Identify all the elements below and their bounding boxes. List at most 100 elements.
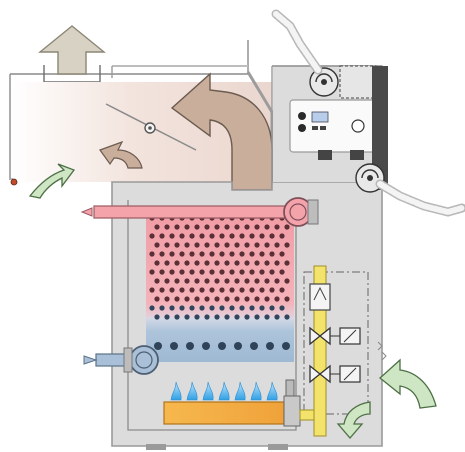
exchanger-tube [149, 269, 154, 274]
exchanger-tube [194, 242, 199, 247]
exchanger-tube-large [170, 342, 178, 350]
control-knob-2 [298, 124, 306, 132]
exchanger-tube [239, 233, 244, 238]
exchanger-tube [179, 251, 184, 256]
exchanger-tube [159, 251, 164, 256]
foot-left [146, 444, 166, 450]
exchanger-tube [219, 233, 224, 238]
exchanger-tube [154, 224, 159, 229]
exchanger-tube [159, 233, 164, 238]
exchanger-tube [224, 260, 229, 265]
exchanger-tube [259, 269, 264, 274]
cold-water-zone [146, 318, 294, 362]
exchanger-tube [254, 314, 259, 319]
exchanger-tube [269, 251, 274, 256]
exchanger-tube [169, 251, 174, 256]
exchanger-tube [264, 314, 269, 319]
exchanger-tube [229, 305, 234, 310]
exchanger-tube [224, 278, 229, 283]
exchanger-tube [204, 278, 209, 283]
exchanger-tube [224, 242, 229, 247]
exchanger-tube [199, 287, 204, 292]
exchanger-tube [184, 296, 189, 301]
exchanger-tube [174, 242, 179, 247]
exchanger-tube [284, 260, 289, 265]
exchanger-tube [274, 314, 279, 319]
exchanger-tube-large [218, 342, 226, 350]
exchanger-tube [214, 296, 219, 301]
exchanger-tube [239, 269, 244, 274]
exchanger-tube [184, 224, 189, 229]
exchanger-tube [234, 296, 239, 301]
exchanger-tube [174, 224, 179, 229]
exchanger-tube [264, 224, 269, 229]
exchanger-tube [229, 269, 234, 274]
exchanger-tube [244, 260, 249, 265]
exchanger-tube [164, 296, 169, 301]
exchanger-tube [184, 260, 189, 265]
exchanger-tube [199, 269, 204, 274]
exchanger-tube [234, 260, 239, 265]
exchanger-tube [269, 233, 274, 238]
exchanger-tube [259, 251, 264, 256]
exchanger-tube [244, 278, 249, 283]
exchanger-tube [149, 233, 154, 238]
exchanger-tube [259, 287, 264, 292]
exchanger-tube [209, 233, 214, 238]
exchanger-tube [284, 278, 289, 283]
exchanger-tube [199, 305, 204, 310]
exchanger-tube [209, 287, 214, 292]
exchanger-tube [174, 296, 179, 301]
exchanger-tube [194, 224, 199, 229]
exchanger-tube [259, 305, 264, 310]
exchanger-tube [209, 305, 214, 310]
exchanger-tube [199, 233, 204, 238]
exchanger-tube [154, 260, 159, 265]
exchanger-tube [284, 224, 289, 229]
exchanger-tube [169, 305, 174, 310]
exchanger-tube [279, 233, 284, 238]
exchanger-tube [254, 278, 259, 283]
exchanger-tube [204, 296, 209, 301]
exchanger-tube [284, 314, 289, 319]
exchanger-tube [249, 233, 254, 238]
exchanger-tube [229, 233, 234, 238]
exchanger-tube [169, 287, 174, 292]
exchanger-tube [284, 242, 289, 247]
exchanger-tube [214, 224, 219, 229]
exchanger-tube-large [202, 342, 210, 350]
exchanger-tube [249, 287, 254, 292]
exchanger-tube [179, 305, 184, 310]
exchanger-tube [149, 251, 154, 256]
exchanger-tube [209, 269, 214, 274]
cold-water-arrow [84, 356, 96, 364]
hot-header-flange [308, 200, 318, 224]
exchanger-tube [219, 305, 224, 310]
exchanger-tube [189, 269, 194, 274]
exchanger-tube [279, 269, 284, 274]
exchanger-tube [274, 278, 279, 283]
exchanger-tube [154, 278, 159, 283]
exchanger-tube [274, 242, 279, 247]
cold-header-flange [124, 348, 132, 372]
exchanger-tube [204, 260, 209, 265]
exchanger-tube [214, 260, 219, 265]
exchanger-tube [189, 233, 194, 238]
control-display [312, 112, 328, 122]
exchanger-tube [219, 287, 224, 292]
exchanger-tube-large [186, 342, 194, 350]
exchanger-tube [269, 305, 274, 310]
hot-water-pipe [94, 206, 294, 218]
exchanger-tube [269, 269, 274, 274]
exchanger-tube-large [266, 342, 274, 350]
exchanger-tube [214, 314, 219, 319]
exchanger-tube [184, 314, 189, 319]
burner-manifold [284, 396, 300, 426]
exchanger-tube [244, 242, 249, 247]
exchanger-tube [264, 278, 269, 283]
exchanger-tube [154, 242, 159, 247]
exchanger-tube [224, 314, 229, 319]
exchanger-tube [249, 269, 254, 274]
gas-connector [300, 410, 314, 420]
